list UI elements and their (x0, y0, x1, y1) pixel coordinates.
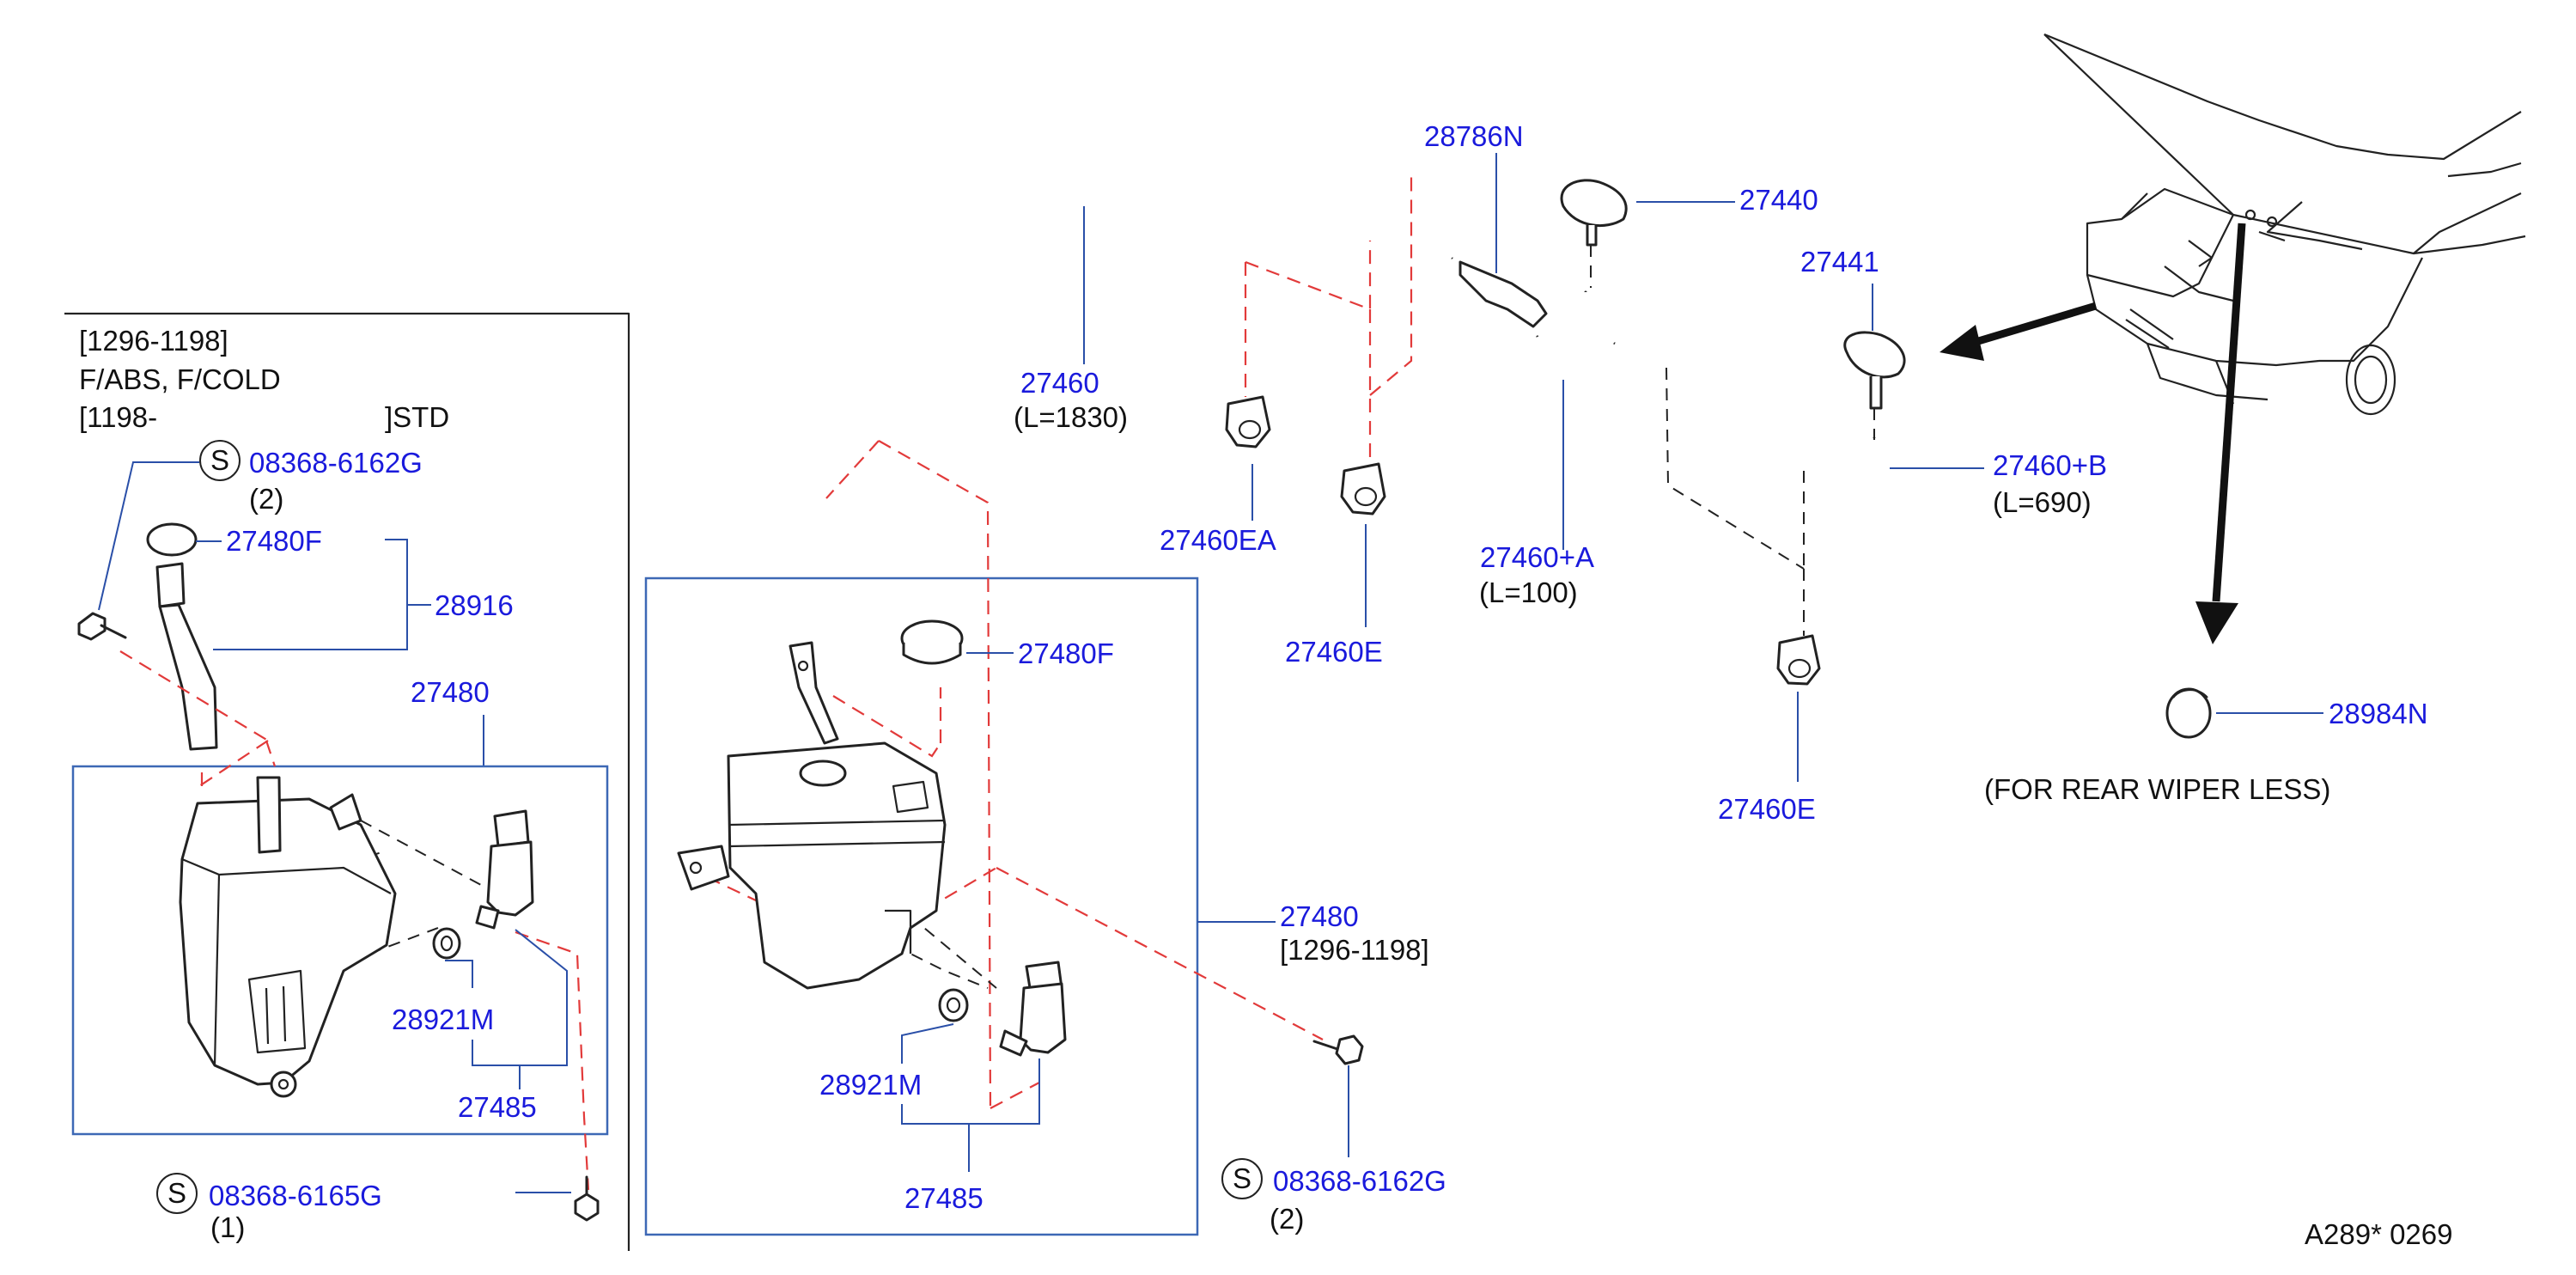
clip-27460e-right-label: 27460E (1718, 793, 1816, 825)
pump-icon (475, 809, 534, 930)
tank-27480-center-label: 27480 (1280, 900, 1359, 932)
grommet-28921m-center-label: 28921M (819, 1069, 922, 1101)
bolt-center-qty: (2) (1270, 1203, 1304, 1235)
main-hose-length: (L=1830) (1014, 401, 1128, 433)
filler-28916-label: 28916 (435, 589, 514, 621)
pump-icon (999, 961, 1067, 1057)
cap-27480f-label: 27480F (226, 525, 322, 557)
bolt-top-part-number: 08368-6162G (249, 447, 423, 479)
hose-clip-icon (1225, 395, 1271, 448)
tank-center-range: [1296-1198] (1280, 934, 1429, 966)
plug-icon (2165, 687, 2212, 739)
filler-cap-icon (146, 522, 218, 751)
pump-27485-label: 27485 (458, 1091, 537, 1123)
hose-b-length: (L=690) (1993, 486, 2092, 518)
washer-nozzle-icon (1843, 331, 1906, 410)
washer-tank-icon (677, 641, 947, 990)
bolt-icon (77, 612, 127, 641)
variant-line-3b: ]STD (385, 401, 449, 433)
hose-clip-icon (1340, 462, 1386, 515)
washer-nozzle-icon (1560, 179, 1628, 247)
bolt-center-part-number: 08368-6162G (1273, 1165, 1446, 1197)
nozzle-27441-label: 27441 (1800, 246, 1879, 278)
left-variant-panel: [1296-1198] F/ABS, F/COLD [1198- ]STD S … (64, 312, 630, 1251)
bolt-icon (1312, 1034, 1364, 1065)
s-symbol-center: S (1233, 1162, 1251, 1194)
center-tank-box (644, 576, 1199, 1236)
bolt-top-qty: (2) (249, 483, 283, 515)
s-symbol-bottom: S (167, 1177, 186, 1209)
clip-27460e-label: 27460E (1285, 636, 1383, 668)
nozzle-27440-label: 27440 (1739, 184, 1818, 216)
clip-27460ea-label: 27460EA (1160, 524, 1276, 556)
hose-assembly: 28786N 27460+A (L=100) 27440 27460+B (L=… (703, 120, 2107, 825)
grommet-icon (432, 927, 461, 960)
s-symbol-circle (1221, 1158, 1263, 1199)
tank-27480-label: 27480 (411, 676, 490, 708)
hose-a-label: 27460+A (1480, 541, 1594, 573)
pump-27485-center-label: 27485 (904, 1182, 984, 1214)
cap-27480f-center-label: 27480F (1018, 638, 1114, 669)
main-hose-label: 27460 (1020, 367, 1099, 399)
bolt-bottom-part-number: 08368-6165G (209, 1180, 382, 1211)
arrow-head-down-icon (2195, 601, 2238, 644)
variant-line-2: F/ABS, F/COLD (79, 363, 281, 395)
arrow-head-left-icon (1940, 325, 1984, 361)
diagram-code: A289* 0269 (2305, 1218, 2453, 1250)
center-panel: 27480F 28921M 27485 (644, 440, 1446, 1236)
bolt-bottom-qty: (1) (210, 1211, 245, 1243)
plug-note: (FOR REAR WIPER LESS) (1984, 773, 2330, 805)
car-illustration-icon (2043, 33, 2526, 416)
joint-icon (1459, 260, 1548, 328)
variant-line-1: [1296-1198] (79, 325, 228, 357)
grommet-icon (938, 988, 969, 1022)
grommet-28921m-label: 28921M (392, 1004, 494, 1035)
s-symbol-circle (156, 1173, 198, 1214)
bolt-icon (574, 1175, 600, 1222)
hose-b-label: 27460+B (1993, 449, 2107, 481)
hose-a-length: (L=100) (1479, 576, 1578, 608)
s-symbol-circle (199, 440, 241, 481)
plug-28984n-label: 28984N (2329, 698, 2428, 729)
hose-clip-icon (1776, 634, 1821, 686)
s-symbol: S (210, 444, 229, 476)
filler-cap-icon (900, 619, 964, 665)
washer-tank-icon (179, 776, 397, 1098)
location-arrows (1940, 223, 2246, 644)
variant-line-3a: [1198- (79, 401, 157, 433)
left-tank-box (71, 765, 609, 1136)
joint-28786n-label: 28786N (1424, 120, 1524, 152)
